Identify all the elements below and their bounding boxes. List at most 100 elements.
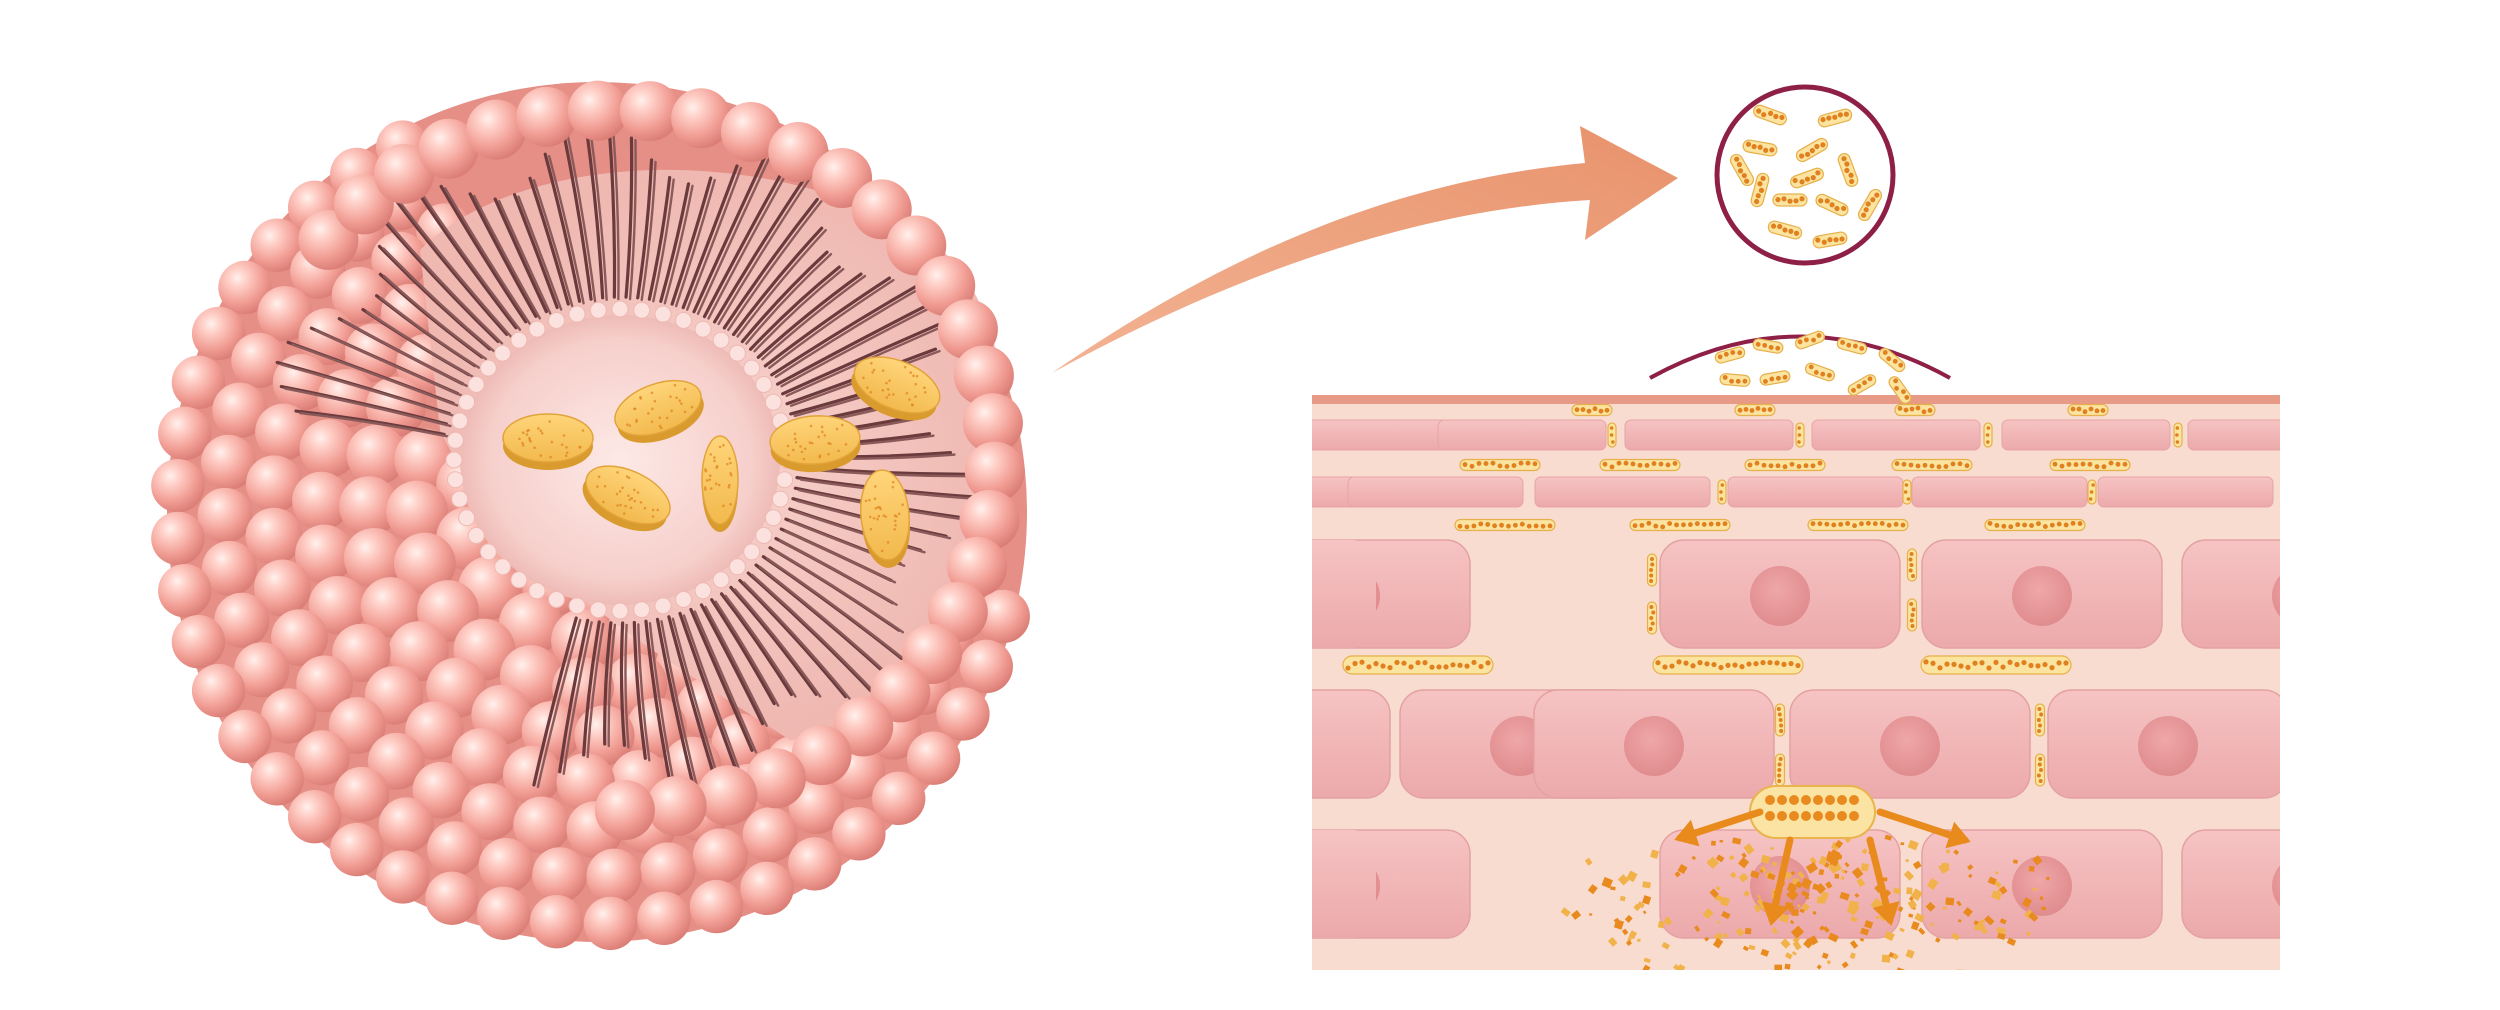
payload-speckle	[727, 485, 731, 489]
capsule-speckle	[1909, 618, 1914, 623]
capsule-speckle	[1903, 407, 1909, 413]
inner-lipid-head	[568, 305, 586, 323]
inner-lipid-head	[458, 509, 476, 527]
capsule-speckle	[1604, 407, 1610, 413]
capsule-speckle	[1972, 660, 1978, 666]
lipid-tail	[379, 296, 481, 369]
capsule-speckle	[2091, 483, 2095, 487]
lipid-tail	[686, 166, 743, 311]
lipid-head	[308, 576, 368, 635]
lipid-tail	[294, 409, 446, 437]
released-particle	[1860, 987, 1868, 993]
capsule-speckle	[2175, 440, 2180, 444]
lipid-head	[378, 797, 434, 853]
payload-speckle	[729, 471, 732, 475]
payload-speckle	[886, 388, 890, 391]
released-particle	[1907, 839, 1919, 851]
released-particle	[1741, 982, 1751, 990]
stratum-corneum-cell	[1437, 419, 1607, 451]
skin-surface-line	[1312, 395, 2280, 404]
payload-speckle	[527, 428, 530, 432]
capsule-speckle	[1846, 342, 1852, 348]
capsule-speckle	[1769, 376, 1775, 382]
capsule-speckle	[1929, 463, 1935, 469]
payload-speckle	[893, 514, 897, 518]
capsule-speckle	[1744, 178, 1750, 184]
payload-capsule-icon	[1815, 193, 1849, 217]
inner-lipid-head	[528, 582, 546, 600]
capsule-speckle	[1908, 462, 1914, 468]
lipid-head	[937, 299, 998, 360]
payload-speckle	[537, 427, 540, 430]
skin-cross-section	[1312, 395, 2280, 993]
payload-capsule-icon	[1767, 220, 1803, 240]
inner-lipid-head	[633, 601, 651, 619]
lipid-tail	[532, 179, 574, 308]
capsule-speckle	[1851, 387, 1856, 393]
lipid-tail	[667, 615, 720, 792]
payload-speckle	[683, 410, 687, 414]
released-particle	[1900, 842, 1905, 846]
lipid-tail	[774, 286, 923, 379]
payload-speckle	[653, 399, 657, 403]
capsule-speckle	[1526, 523, 1532, 529]
cell-nucleus	[2012, 566, 2072, 626]
lipid-tail	[528, 176, 570, 306]
released-particle	[2041, 906, 2046, 911]
capsule-speckle	[1761, 462, 1767, 468]
capsule-speckle	[2080, 461, 2086, 467]
capsule-speckle	[1762, 342, 1768, 348]
lipid-tail	[298, 411, 450, 438]
released-particle	[1709, 888, 1720, 899]
lipid-head	[201, 540, 257, 596]
lipid-head	[567, 80, 628, 141]
capsule-speckle	[1697, 660, 1703, 666]
lipid-tail	[745, 252, 833, 345]
capsule-speckle	[1464, 524, 1470, 530]
released-particle	[1914, 912, 1925, 923]
capsule-speckle	[1821, 239, 1827, 245]
stratum-corneum-cell	[1811, 419, 1981, 451]
payload-capsule-icon	[1753, 104, 1787, 126]
released-particle	[1713, 932, 1724, 942]
capsule-speckle	[2036, 773, 2041, 778]
payload-speckle	[565, 446, 568, 449]
lipid-head	[171, 615, 226, 669]
released-particle	[1996, 926, 2006, 935]
released-particle	[1814, 882, 1827, 895]
capsule-speckle	[1745, 141, 1752, 147]
capsule-speckle	[1768, 463, 1774, 469]
lipid-head	[254, 559, 311, 617]
capsule-speckle	[1732, 662, 1738, 668]
lipid-head	[594, 779, 655, 840]
lipid-tail	[717, 174, 813, 326]
capsule-speckle	[1761, 407, 1767, 413]
payload-speckle	[626, 423, 629, 426]
payload-speckle	[628, 424, 632, 427]
released-particle	[1601, 876, 1613, 889]
capsule-speckle	[1892, 358, 1898, 364]
capsule-speckle	[1547, 523, 1553, 529]
capsule-speckle	[1829, 202, 1835, 208]
released-particle	[1728, 854, 1735, 861]
released-particle	[1900, 973, 1910, 983]
capsule-speckle	[1723, 351, 1729, 357]
lipid-head	[697, 765, 758, 826]
inner-lipid-head	[467, 527, 485, 544]
payload-capsule-icon	[1646, 601, 1658, 635]
payload-capsule-icon	[1983, 422, 1993, 448]
released-particle	[1816, 978, 1828, 989]
payload-capsule-icon	[1817, 108, 1853, 128]
payload-speckle	[793, 437, 797, 441]
capsule-speckle	[1649, 557, 1654, 561]
capsule-speckle	[1813, 795, 1823, 805]
released-particle	[1903, 870, 1914, 881]
payload-speckle	[670, 409, 673, 413]
capsule-speckle	[1944, 661, 1950, 667]
lipid-head	[740, 861, 794, 916]
capsule-speckle	[1837, 811, 1847, 821]
lipid-head	[832, 807, 886, 861]
lipid-head	[788, 779, 844, 835]
lipid-head	[466, 99, 527, 160]
lipid-head	[296, 655, 353, 713]
